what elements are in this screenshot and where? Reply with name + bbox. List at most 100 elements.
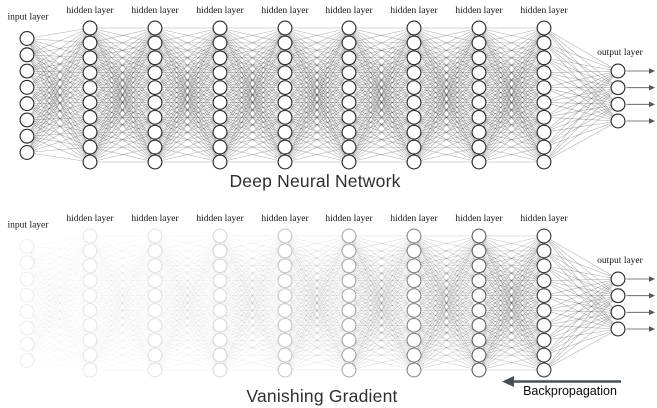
neuron-node: [471, 65, 487, 81]
layer-label: hidden layer: [131, 6, 179, 16]
layer-label: hidden layer: [261, 214, 309, 224]
neuron-node: [406, 243, 422, 259]
nodes-layer: [19, 20, 626, 170]
neuron-node: [406, 317, 422, 333]
neuron-node: [610, 96, 626, 112]
neuron-node: [147, 20, 163, 36]
neuron-node: [147, 124, 163, 140]
neuron-node: [341, 154, 357, 170]
neuron-node: [341, 35, 357, 51]
neuron-node: [19, 63, 35, 79]
neuron-node: [406, 258, 422, 274]
neuron-node: [406, 332, 422, 348]
neuron-node: [19, 79, 35, 95]
layer-label: hidden layer: [196, 6, 244, 16]
neuron-node: [536, 243, 552, 259]
neuron-node: [536, 258, 552, 274]
neuron-node: [82, 362, 98, 378]
neuron-node: [82, 50, 98, 66]
neuron-node: [212, 50, 228, 66]
neuron-node: [277, 20, 293, 36]
neuron-node: [406, 124, 422, 140]
neuron-node: [19, 112, 35, 128]
neuron-node: [82, 243, 98, 259]
neuron-node: [147, 228, 163, 244]
neuron-node: [536, 35, 552, 51]
neuron-node: [341, 243, 357, 259]
neuron-node: [19, 353, 35, 368]
edges-layer: [89, 235, 619, 371]
neuron-node: [212, 65, 228, 81]
layer-label: hidden layer: [261, 6, 309, 16]
neuron-node: [406, 139, 422, 155]
neuron-node: [341, 288, 357, 304]
neuron-node: [277, 35, 293, 51]
neuron-node: [277, 258, 293, 274]
neuron-node: [471, 302, 487, 318]
neuron-node: [19, 31, 35, 46]
output-arrow-icon: [649, 326, 655, 332]
neuron-node: [341, 109, 357, 125]
output-arrow-icon: [649, 309, 655, 316]
neuron-node: [19, 145, 35, 160]
neuron-node: [212, 302, 228, 318]
output-arrow-icon: [649, 276, 655, 282]
neuron-node: [277, 243, 293, 259]
neuron-node: [212, 258, 228, 274]
neuron-node: [82, 258, 98, 274]
neuron-node: [147, 273, 163, 289]
neuron-node: [147, 243, 163, 259]
neuron-node: [471, 347, 487, 363]
layer-label: hidden layer: [66, 6, 114, 16]
neuron-node: [212, 347, 228, 363]
neuron-node: [536, 94, 552, 110]
neuron-node: [147, 109, 163, 125]
output-arrows: [626, 276, 655, 332]
neuron-node: [147, 317, 163, 333]
neuron-node: [277, 154, 293, 170]
output-arrow-icon: [649, 292, 655, 299]
neuron-node: [406, 273, 422, 289]
neuron-node: [212, 228, 228, 244]
neuron-node: [471, 288, 487, 304]
neuron-node: [471, 94, 487, 110]
layer-label: hidden layer: [196, 214, 244, 224]
neuron-node: [536, 154, 552, 170]
neuron-node: [212, 243, 228, 259]
neuron-node: [147, 50, 163, 66]
neuron-node: [341, 347, 357, 363]
neuron-node: [341, 94, 357, 110]
neuron-node: [19, 320, 35, 336]
neuron-node: [82, 109, 98, 125]
layer-label: output layer: [597, 48, 643, 58]
neuron-node: [341, 317, 357, 333]
neuron-node: [610, 271, 626, 287]
neuron-node: [277, 94, 293, 110]
neuron-node: [19, 128, 35, 144]
deep-neural-network: input layer hidden layer hidden layer hidde…: [8, 6, 655, 170]
output-arrow-icon: [649, 118, 655, 124]
layer-label: input layer: [8, 13, 50, 23]
neuron-node: [536, 302, 552, 318]
neuron-node: [212, 154, 228, 170]
neuron-node: [610, 321, 626, 337]
neuron-node: [341, 80, 357, 96]
neuron-node: [341, 50, 357, 66]
layer-label: output layer: [597, 256, 643, 266]
neuron-node: [406, 50, 422, 66]
neuron-node: [610, 80, 626, 96]
left-arrowhead-icon: [502, 376, 514, 387]
neuron-node: [82, 273, 98, 289]
neuron-node: [471, 273, 487, 289]
neuron-node: [536, 228, 552, 244]
neuron-node: [82, 20, 98, 36]
neuron-node: [471, 228, 487, 244]
neuron-node: [277, 317, 293, 333]
neuron-node: [277, 124, 293, 140]
neuron-node: [212, 109, 228, 125]
neuron-node: [341, 139, 357, 155]
layer-label: input layer: [8, 221, 50, 231]
neuron-node: [212, 317, 228, 333]
